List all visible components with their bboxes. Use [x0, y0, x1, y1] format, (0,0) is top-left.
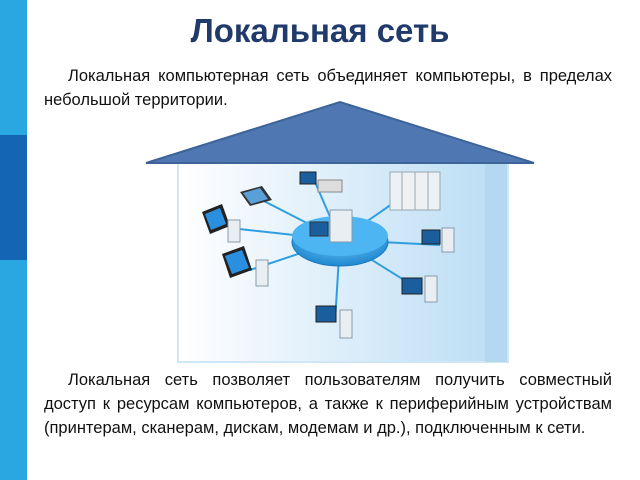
sidebar-segment-bottom — [0, 260, 27, 480]
sidebar-segment-top — [0, 0, 27, 135]
computer-icon — [315, 305, 353, 339]
paragraph-benefits: Локальная сеть позволяет пользователям п… — [44, 371, 612, 437]
computer-icon — [401, 275, 438, 303]
page-title: Локальная сеть — [190, 12, 450, 49]
computer-icon — [421, 227, 455, 253]
paragraph-definition: Локальная компьютерная сеть объединяет к… — [44, 67, 612, 109]
roof-icon — [145, 100, 535, 164]
printer-icon — [299, 171, 343, 193]
computer-icon — [202, 204, 241, 243]
computer-icon — [222, 246, 269, 287]
network-diagram — [145, 100, 535, 363]
laptop-icon — [240, 186, 272, 206]
server-icon — [309, 209, 353, 243]
left-sidebar — [0, 0, 27, 480]
house-wall-edge — [485, 162, 507, 362]
server-rack-icon — [389, 171, 441, 211]
sidebar-segment-middle — [0, 135, 27, 260]
